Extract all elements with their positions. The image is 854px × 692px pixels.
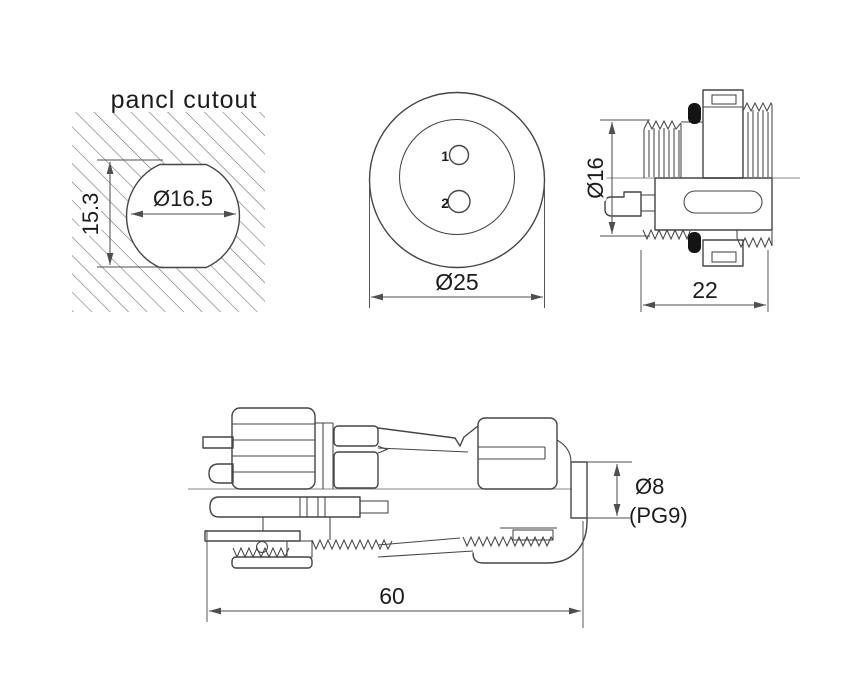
coupling-ring xyxy=(315,422,334,489)
assembly-length-label: 60 xyxy=(379,583,405,609)
dimension-cutout-diameter: Ø16.5 xyxy=(131,186,236,218)
rear-thread xyxy=(643,119,682,178)
connector-outer-circle xyxy=(368,91,546,269)
dimension-cutout-height: 15.3 xyxy=(75,159,163,268)
cutout-height-label: 15.3 xyxy=(78,193,103,236)
dimension-front-diameter: Ø25 xyxy=(369,184,545,308)
dimension-assembly-length: 60 xyxy=(206,521,584,628)
front-diameter-label: Ø25 xyxy=(435,269,478,295)
knurl-serration-left xyxy=(642,228,691,241)
assembly-view: Ø8 (PG9) 60 xyxy=(188,407,688,628)
panel-cutout-title: pancl cutout xyxy=(111,86,258,114)
knurl-serration-right xyxy=(736,236,773,249)
cable-exit-stub xyxy=(570,461,588,519)
front-view: 1 2 Ø25 xyxy=(368,91,546,308)
pin-2-hole xyxy=(447,189,471,214)
connector-insert-circle xyxy=(398,118,516,236)
pin-2-label: 2 xyxy=(441,195,449,211)
side-view: Ø16 22 xyxy=(580,89,800,312)
side-diameter-label: Ø16 xyxy=(583,157,608,199)
panel-cutout-view: pancl cutout Ø16.5 15.3 xyxy=(72,86,265,312)
gland-clamp-serration xyxy=(462,535,554,548)
pin-1-label: 1 xyxy=(441,148,449,164)
plug-shell-taper xyxy=(377,425,479,558)
side-length-label: 22 xyxy=(692,277,718,303)
o-ring-seal-bottom xyxy=(688,232,701,253)
dimension-side-diameter: Ø16 xyxy=(580,119,650,237)
key-tab-bottom xyxy=(702,239,744,267)
gland-thread-label: (PG9) xyxy=(629,503,688,528)
plug-latch-body xyxy=(333,425,389,489)
contact-pin-bottom xyxy=(208,463,234,484)
cable-gland-nut xyxy=(462,417,588,564)
side-body-section xyxy=(604,177,773,267)
cable-diameter-label: Ø8 xyxy=(635,474,664,499)
solder-contact-pin xyxy=(604,191,642,217)
cutout-hole-shape xyxy=(125,163,241,269)
rear-cap xyxy=(231,407,316,490)
dimension-side-length: 22 xyxy=(640,250,769,312)
mounting-key-boss xyxy=(702,89,744,179)
o-ring-seal-top xyxy=(688,103,701,124)
cutout-diameter-label: Ø16.5 xyxy=(153,186,213,211)
front-thread xyxy=(742,101,773,178)
contact-pin-top xyxy=(202,436,234,449)
internal-contact-section xyxy=(204,496,393,569)
pin-1-hole xyxy=(448,144,470,166)
dimension-cable-diameter: Ø8 (PG9) xyxy=(571,461,688,528)
